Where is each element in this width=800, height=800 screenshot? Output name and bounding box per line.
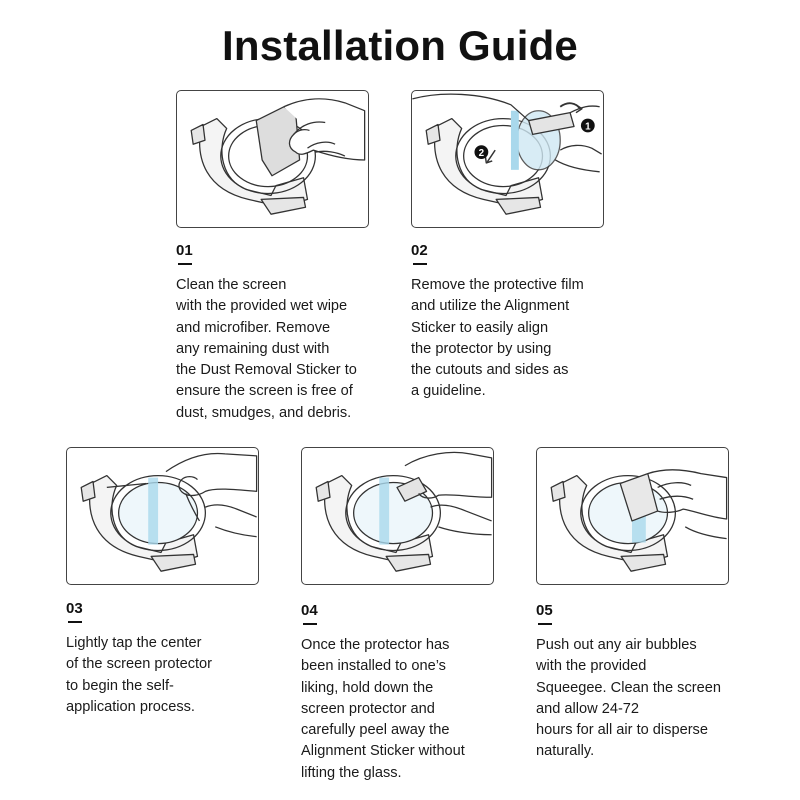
step-3-underline xyxy=(68,621,82,623)
step-2-description: Remove the protective film and utilize t… xyxy=(411,277,584,400)
marker-2-label: 2 xyxy=(479,148,485,159)
marker-1-label: 1 xyxy=(585,121,591,132)
step-5-description: Push out any air bubbles with the provid… xyxy=(536,637,721,760)
marker-1-icon xyxy=(580,118,595,133)
step-3-description: Lightly tap the center of the screen pro… xyxy=(66,635,213,715)
step-4-description: Once the protector has been installed to… xyxy=(301,637,465,781)
step-2-underline xyxy=(413,263,427,265)
step-3-number: 03 xyxy=(66,600,83,617)
step-4-illustration xyxy=(301,447,494,585)
step-5-number: 05 xyxy=(536,602,553,619)
page-title: Installation Guide xyxy=(222,22,578,69)
step-1-number: 01 xyxy=(176,242,193,259)
step-4-underline xyxy=(303,623,317,625)
step-1-description: Clean the screen with the provided wet w… xyxy=(176,277,357,421)
marker-2-icon xyxy=(474,145,489,159)
step-4-number: 04 xyxy=(301,602,318,619)
step-5-underline xyxy=(538,623,552,625)
step-2-illustration: 1 2 xyxy=(411,90,604,228)
step-1-underline xyxy=(178,263,192,265)
step-5-illustration xyxy=(536,447,729,585)
step-3-illustration xyxy=(66,447,259,585)
step-2-number: 02 xyxy=(411,242,428,259)
step-1-illustration xyxy=(176,90,369,228)
